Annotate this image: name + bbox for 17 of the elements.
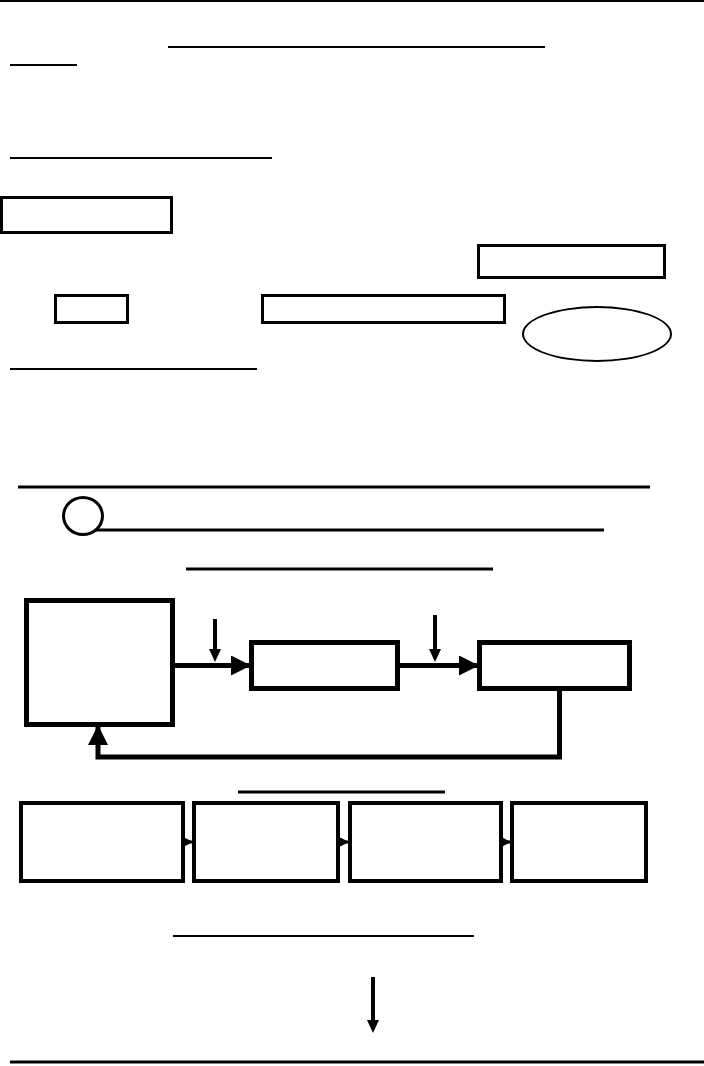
empty-box [54, 294, 129, 324]
empty-box [510, 801, 648, 883]
arrow [337, 836, 350, 848]
empty-circle [62, 496, 104, 536]
empty-box [261, 294, 506, 324]
empty-box [249, 640, 400, 691]
arrow [175, 655, 251, 676]
empty-box [24, 598, 175, 727]
empty-box [19, 801, 185, 883]
empty-box [477, 640, 632, 691]
empty-box [192, 801, 340, 883]
empty-box [477, 244, 666, 279]
arrow [88, 691, 562, 760]
arrow [400, 655, 479, 676]
empty-box [348, 801, 503, 883]
empty-box [0, 196, 173, 234]
empty-ellipse [522, 306, 672, 362]
